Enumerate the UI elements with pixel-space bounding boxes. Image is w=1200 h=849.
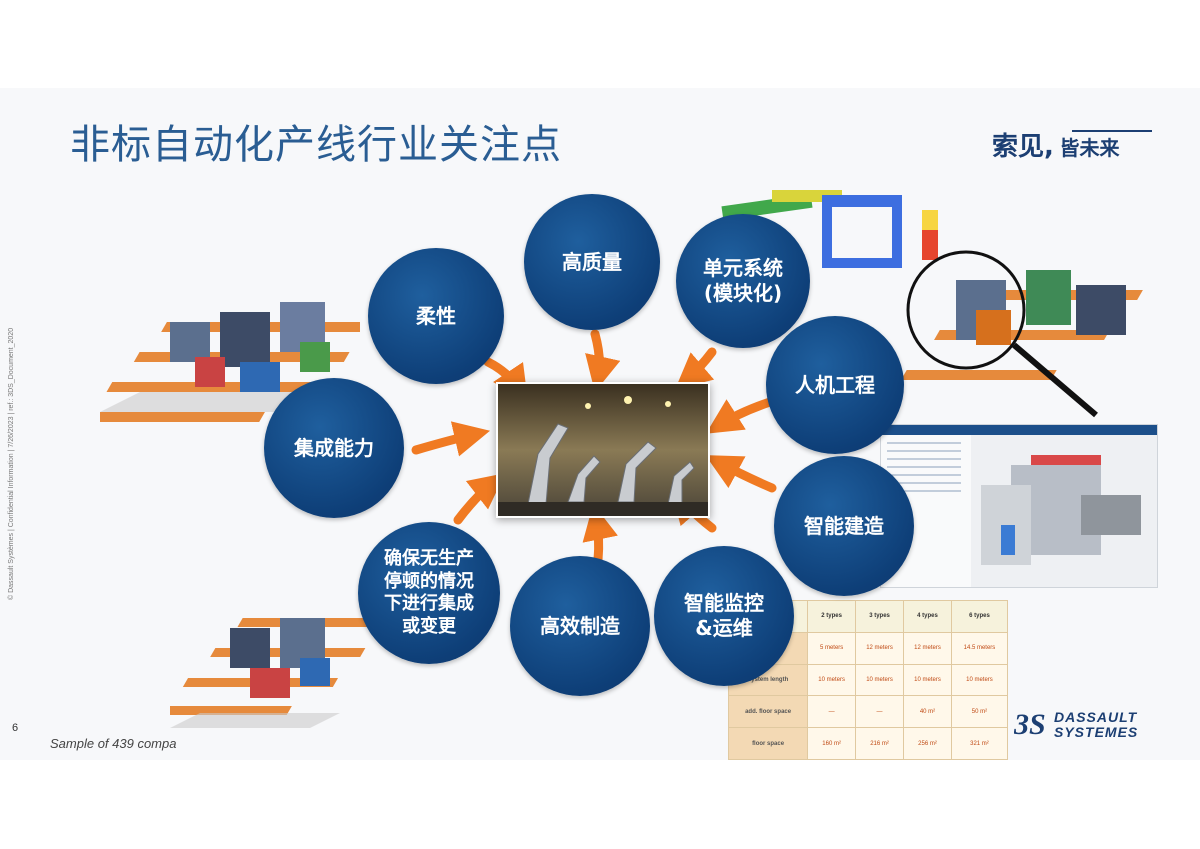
node-no-downtime-integration: 确保无生产 停顿的情况 下进行集成 或变更: [358, 522, 500, 664]
node-label: 智能监控 &运维: [684, 591, 764, 640]
node-efficient-manufacturing: 高效制造: [510, 556, 650, 696]
node-high-quality: 高质量: [524, 194, 660, 330]
node-integration-capability: 集成能力: [264, 378, 404, 518]
table-header-cell: 6 types: [950, 600, 1009, 633]
svg-text:3S: 3S: [1014, 708, 1046, 740]
table-cell: 256 m²: [903, 727, 952, 760]
table-cell: 12 meters: [855, 631, 905, 665]
table-cell: 321 m²: [950, 727, 1009, 760]
table-cell: 50 m²: [950, 695, 1009, 729]
brand-logo: 索见, 皆未来: [992, 132, 1120, 162]
node-label: 人机工程: [795, 372, 875, 397]
arrow-from-modular: [675, 347, 717, 390]
node-label: 高质量: [562, 249, 622, 274]
simulation-frame-graphic: [721, 190, 938, 268]
table-header-cell: 3 types: [855, 600, 905, 633]
table-cell: 160 m²: [807, 727, 857, 760]
page-number: 6: [12, 722, 19, 734]
arrow-from-high-quality: [585, 329, 621, 393]
arrow-from-smart-build: [705, 455, 777, 493]
table-row-label: floor space: [727, 727, 809, 760]
robot-cell-magnifier-graphic: [900, 250, 1143, 418]
node-label: 高效制造: [540, 613, 620, 638]
factory-robot-photo: [496, 382, 710, 518]
ds-mark-icon: 3S: [1014, 708, 1046, 740]
node-smart-monitoring-maintenance: 智能监控 &运维: [654, 546, 794, 686]
table-cell: 5 meters: [807, 631, 857, 665]
table-cell: 14.5 meters: [950, 631, 1009, 665]
node-flexibility: 柔性: [368, 248, 504, 384]
arrow-from-integration: [411, 421, 491, 457]
footer-note: Sample of 439 compa: [50, 736, 177, 751]
node-label: 集成能力: [294, 435, 374, 460]
comparison-table: 2 types 3 types 4 types 6 types 5 meters…: [727, 600, 1009, 760]
page-title: 非标自动化产线行业关注点: [70, 122, 562, 168]
table-cell: 216 m²: [855, 727, 905, 760]
table-row: floor space 160 m² 216 m² 256 m² 321 m²: [727, 727, 1009, 760]
brand-part2: 皆未来: [1059, 136, 1120, 160]
production-line-illustration-bottom: [170, 618, 370, 728]
brand-underline: [1072, 130, 1152, 132]
brand-part1: 索见: [992, 132, 1045, 162]
table-cell: 10 meters: [950, 663, 1009, 697]
table-header-row: 2 types 3 types 4 types 6 types: [727, 600, 1009, 633]
arrow-from-efficient-mfg: [582, 503, 618, 565]
table-cell: —: [855, 695, 905, 729]
node-label: 单元系统 (模块化): [703, 256, 783, 305]
node-label: 智能建造: [804, 513, 884, 538]
node-label: 柔性: [416, 303, 456, 328]
table-cell: —: [807, 695, 857, 729]
node-modular-unit-system: 单元系统 (模块化): [676, 214, 810, 348]
ds-logo-text: DASSAULT SYSTEMES: [1054, 709, 1139, 740]
arrow-from-ergonomics: [705, 397, 775, 434]
arrow-from-no-downtime: [453, 473, 506, 525]
node-ergonomics: 人机工程: [766, 316, 904, 454]
node-label: 确保无生产 停顿的情况 下进行集成 或变更: [384, 548, 474, 637]
node-smart-construction: 智能建造: [774, 456, 914, 596]
table-cell: 10 meters: [807, 663, 857, 697]
